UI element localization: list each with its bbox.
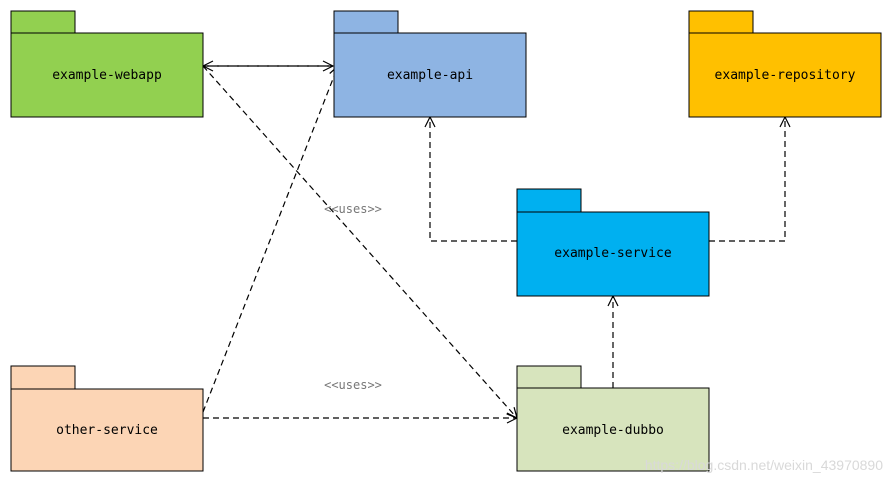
watermark-text: https://blog.csdn.net/weixin_43970890	[644, 457, 883, 473]
package-label: example-api	[387, 68, 473, 83]
package-example-dubbo: example-dubbo	[516, 365, 710, 472]
package-label: example-dubbo	[562, 423, 664, 438]
dependency-other-to-api	[202, 66, 338, 413]
package-label: example-repository	[715, 68, 856, 83]
dependency-service-to-api	[430, 117, 517, 242]
dependency-webapp-to-dubbo	[202, 65, 517, 418]
package-label: other-service	[56, 423, 158, 438]
dependency-service-to-repository	[709, 117, 785, 242]
package-example-repository: example-repository	[688, 10, 882, 118]
package-label: example-webapp	[52, 68, 162, 83]
package-example-service: example-service	[516, 188, 710, 297]
uses-label: <<uses>>	[324, 378, 382, 392]
package-example-webapp: example-webapp	[10, 10, 204, 118]
package-label: example-service	[554, 246, 672, 261]
package-other-service: other-service	[10, 365, 204, 472]
package-example-api: example-api	[333, 10, 527, 118]
uses-label: <<uses>>	[324, 202, 382, 216]
